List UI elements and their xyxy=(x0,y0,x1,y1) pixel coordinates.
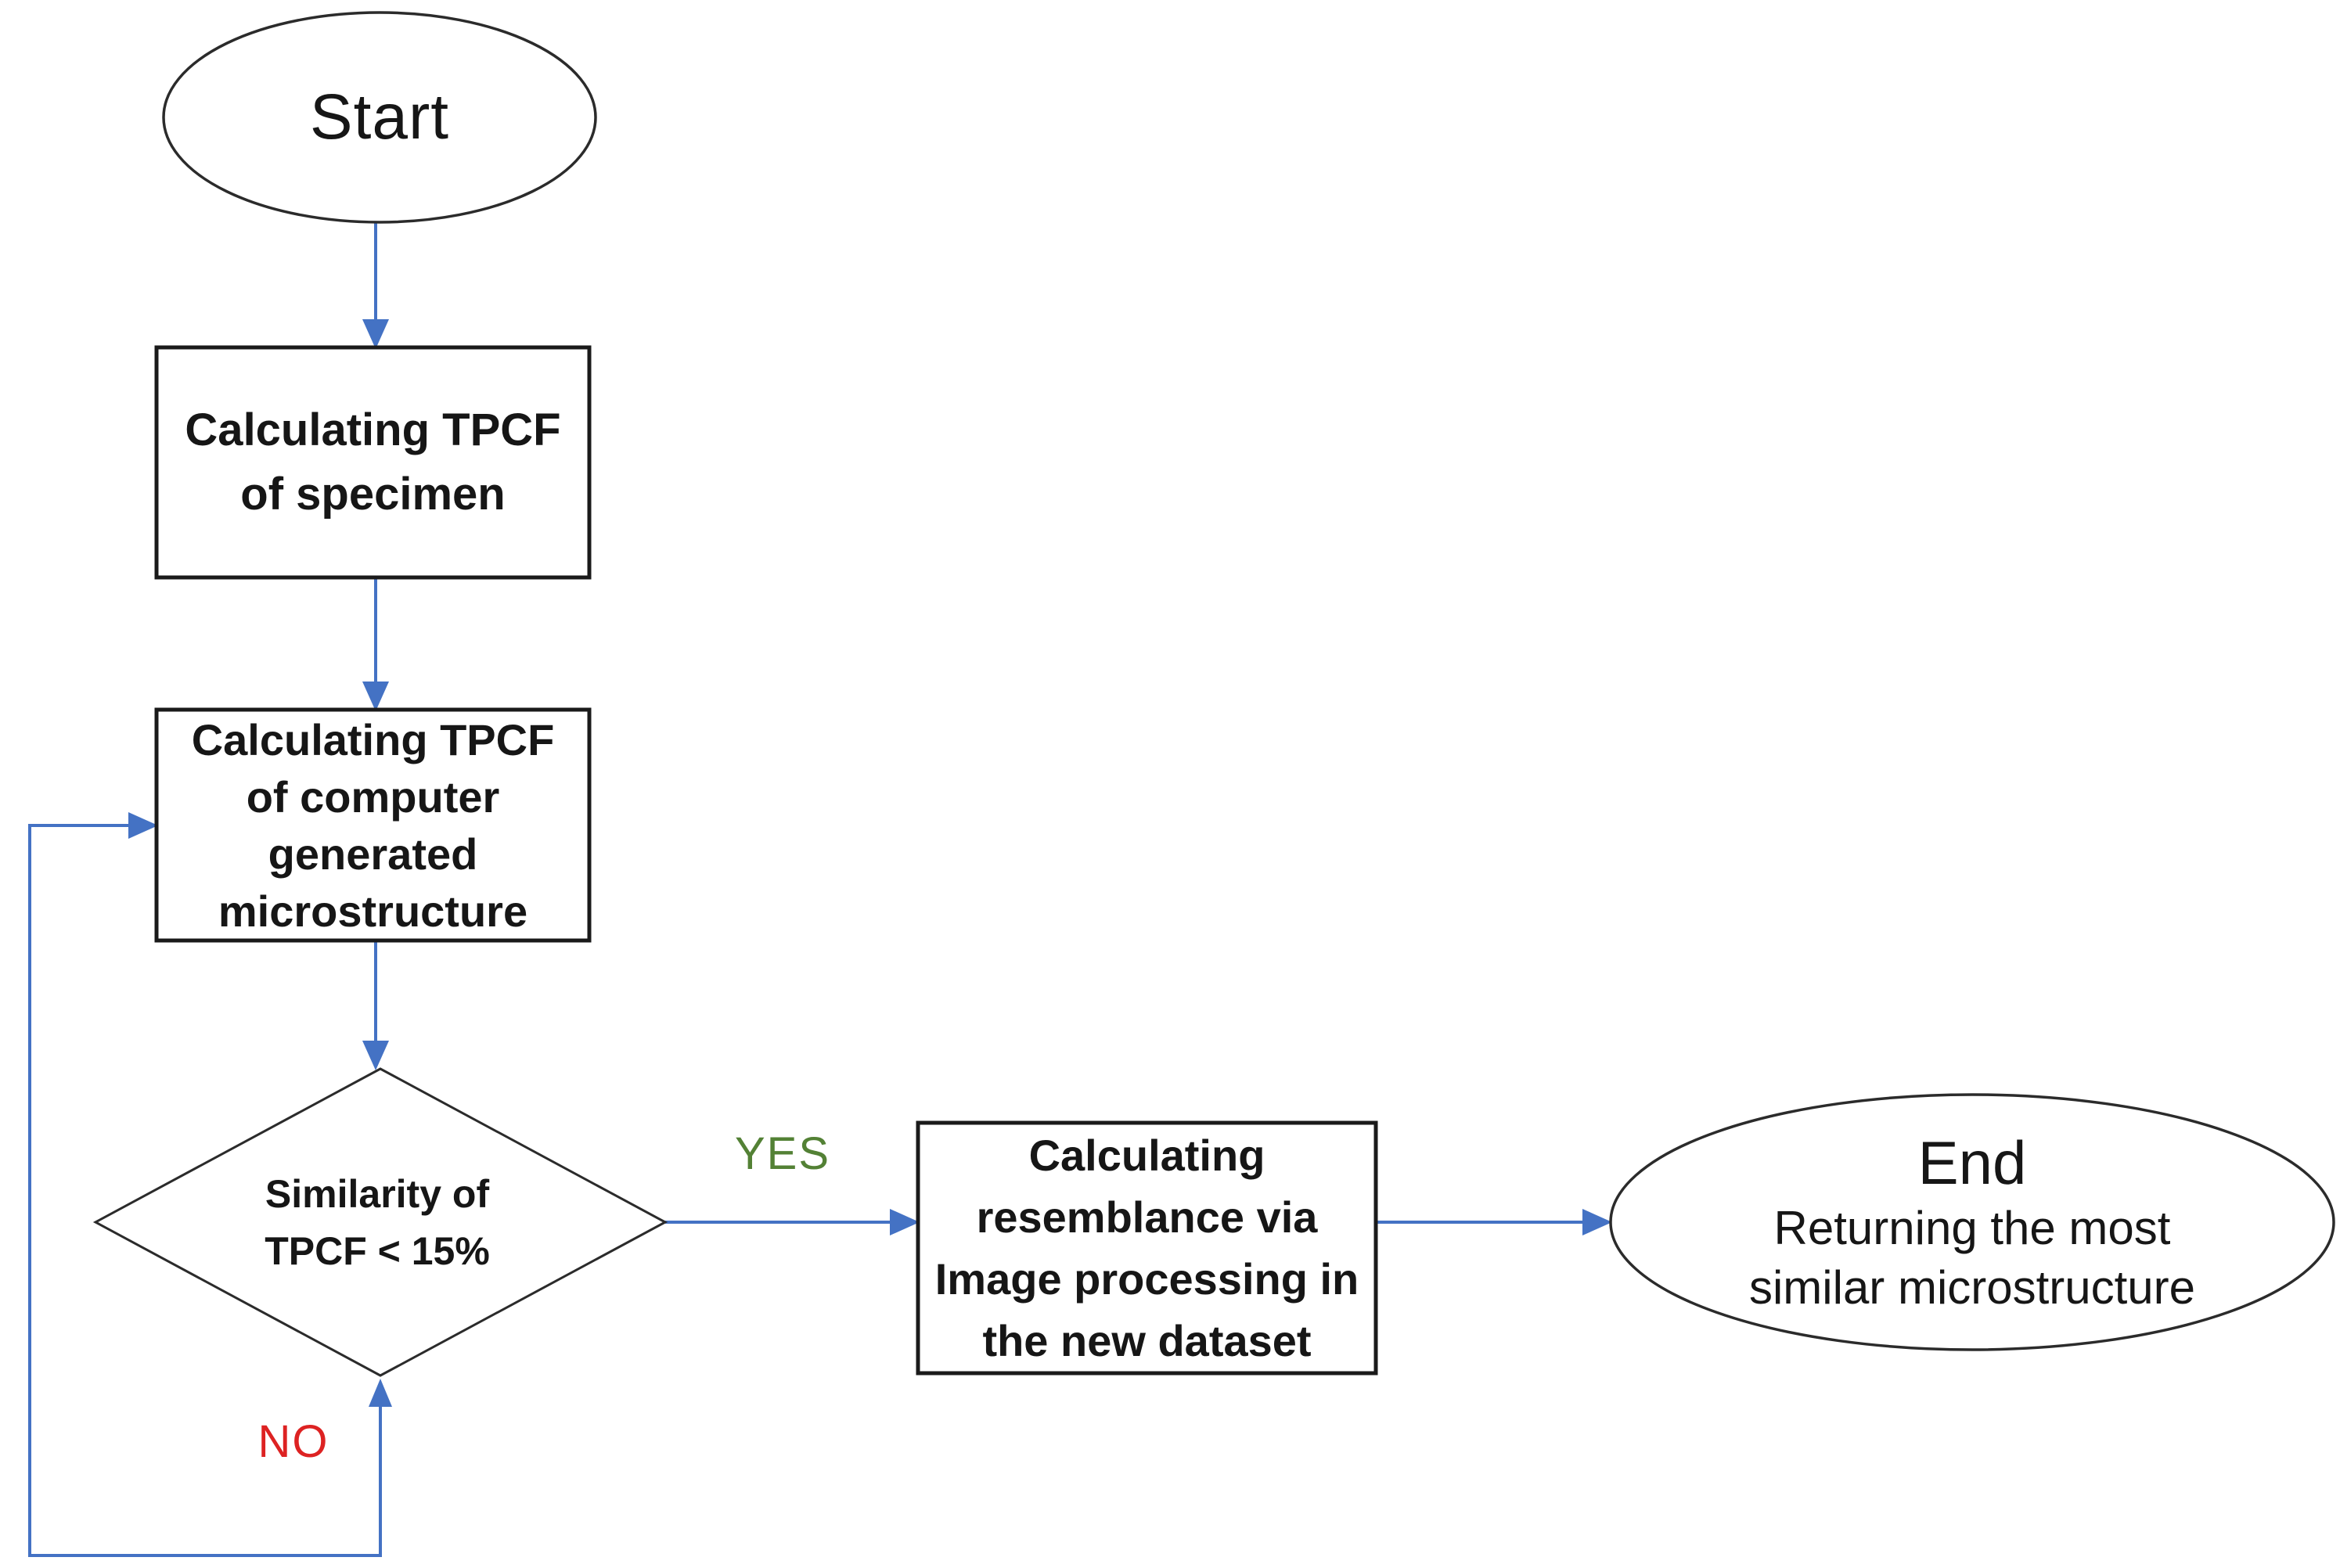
no-loop-path xyxy=(28,824,382,1557)
process3-line1: Calculating xyxy=(1028,1131,1265,1180)
end-title: End xyxy=(1917,1128,2027,1197)
arrowhead-into-end xyxy=(1582,1209,1612,1235)
arrowhead-into-process1 xyxy=(362,319,389,349)
arrowhead-into-decision-bottom xyxy=(369,1379,392,1407)
process3-box-shape xyxy=(916,1120,1378,1376)
decision-line1: Similarity of xyxy=(265,1172,490,1216)
process3-line2: resemblance via xyxy=(976,1192,1318,1242)
end-line2: similar microstructure xyxy=(1748,1261,2196,1314)
process2-node-label: Calculating TPCF of computer generated m… xyxy=(157,710,589,940)
no-text: NO xyxy=(257,1415,329,1467)
start-ellipse-shape xyxy=(162,11,597,224)
end-line1: Returning the most xyxy=(1773,1202,2171,1254)
process3-line3: Image processing in xyxy=(934,1254,1359,1304)
decision-line2: TPCF < 15% xyxy=(265,1229,490,1273)
yes-text: YES xyxy=(734,1127,831,1179)
no-branch-label: NO xyxy=(231,1413,356,1469)
process3-line4: the new dataset xyxy=(982,1316,1312,1365)
arrowhead-into-process2-left xyxy=(128,812,158,839)
process2-line2: of computer xyxy=(246,771,500,822)
process1-line2: of specimen xyxy=(240,469,506,520)
end-node-label: End Returning the most similar microstru… xyxy=(1611,1095,2334,1350)
decision-diamond-shape xyxy=(92,1067,668,1377)
process1-box-shape xyxy=(154,345,592,580)
decision-node-label: Similarity of TPCF < 15% xyxy=(182,1117,573,1329)
process3-node-label: Calculating resemblance via Image proces… xyxy=(918,1123,1376,1373)
arrowhead-into-process2 xyxy=(362,682,389,711)
process1-line1: Calculating TPCF xyxy=(185,405,561,455)
yes-branch-label: YES xyxy=(716,1125,849,1181)
start-node-label: Start xyxy=(164,13,596,222)
process2-line4: microstructure xyxy=(218,886,528,936)
process2-box-shape xyxy=(154,707,592,943)
process2-line3: generated xyxy=(268,829,478,879)
arrowhead-into-process3 xyxy=(890,1209,920,1235)
start-text: Start xyxy=(309,81,450,153)
end-ellipse-shape xyxy=(1609,1093,2335,1351)
arrowhead-into-decision-top xyxy=(362,1041,389,1070)
process2-line1: Calculating TPCF xyxy=(191,714,555,764)
process1-node-label: Calculating TPCF of specimen xyxy=(157,347,589,577)
